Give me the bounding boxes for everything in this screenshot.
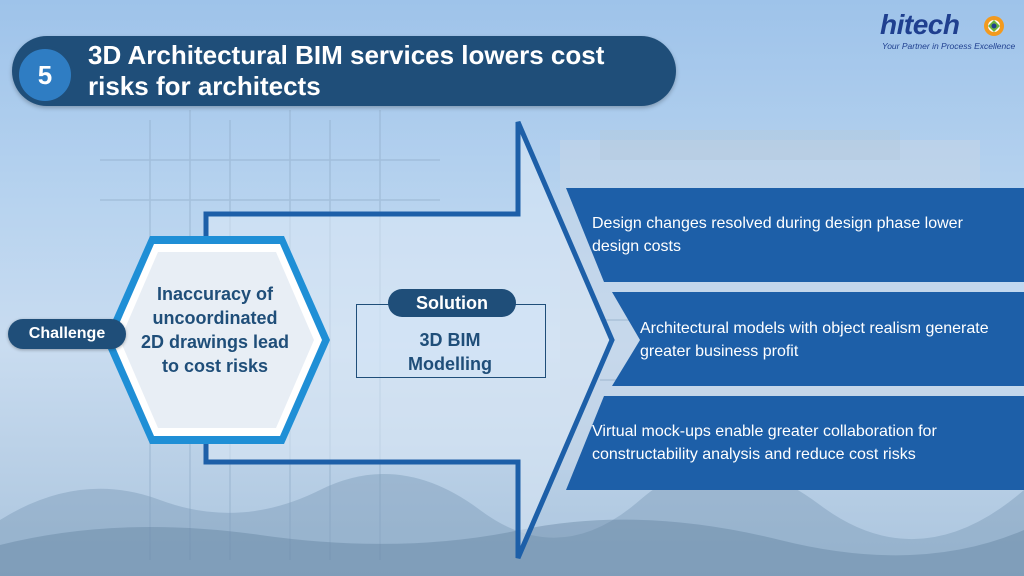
- logo-tagline: Your Partner in Process Excellence: [882, 41, 1016, 51]
- solution-label: Solution: [388, 289, 516, 317]
- benefit-panel-3: [566, 396, 1024, 490]
- benefit-panel-2: [612, 292, 1024, 386]
- benefit-text-1: Design changes resolved during design ph…: [592, 215, 963, 255]
- hitech-gear-logo-icon: [984, 16, 1004, 36]
- benefit-text-3: Virtual mock-ups enable greater collabor…: [592, 423, 937, 463]
- challenge-label: Challenge: [8, 319, 126, 349]
- logo-wordmark: hitech: [880, 9, 960, 40]
- benefit-panel-1: [566, 188, 1024, 282]
- hitech-logo: hitech Your Partner in Process Excellenc…: [880, 9, 1015, 54]
- slide-title: 3D Architectural BIM services lowers cos…: [88, 40, 605, 101]
- arrow-outline: [203, 121, 615, 559]
- challenge-hexagon-inner: [120, 252, 314, 428]
- challenge-text: Inaccuracy of uncoordinated 2D drawings …: [140, 284, 290, 376]
- step-number-badge: 5: [16, 46, 74, 104]
- solution-text: 3D BIM Modelling: [408, 330, 492, 374]
- title-bar: [12, 36, 676, 106]
- benefit-text-2: Architectural models with object realism…: [640, 320, 989, 360]
